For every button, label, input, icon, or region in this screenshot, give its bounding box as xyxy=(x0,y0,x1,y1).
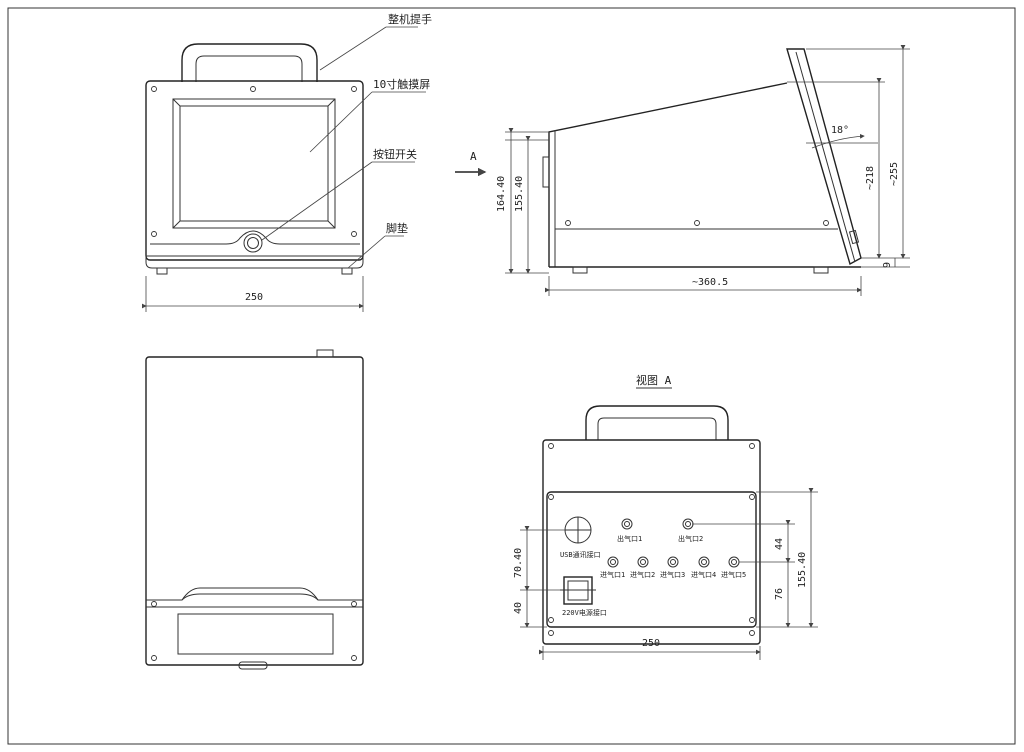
label-inlet-3: 进气口3 xyxy=(660,570,685,579)
dim-back-70: 70.40 xyxy=(513,548,524,578)
label-power: 220V电源接口 xyxy=(562,608,607,617)
front-body xyxy=(145,80,364,261)
drawing-border xyxy=(7,7,1016,745)
front-screen xyxy=(179,105,329,222)
dim-side-length: ~360.5 xyxy=(692,277,728,288)
label-inlet-5: 进气口5 xyxy=(721,570,746,579)
top-body xyxy=(145,356,364,666)
label-arrow-a: A xyxy=(470,150,477,163)
front-foot-left xyxy=(156,267,168,275)
front-handle xyxy=(181,43,318,82)
dim-side-218: ~218 xyxy=(865,166,876,190)
dim-side-155: 155.40 xyxy=(514,176,525,212)
label-screen: 10寸触摸屏 xyxy=(373,77,430,91)
back-panel xyxy=(546,491,757,628)
label-foot: 脚垫 xyxy=(386,221,408,235)
dim-back-76: 76 xyxy=(774,588,785,600)
side-body xyxy=(548,82,788,267)
back-handle xyxy=(585,405,729,440)
front-screen-bezel xyxy=(172,98,336,229)
label-usb: USB通讯接口 xyxy=(560,550,601,559)
top-screen-panel xyxy=(177,613,334,655)
label-inlet-4: 进气口4 xyxy=(691,570,716,579)
back-view xyxy=(520,387,818,660)
dim-side-angle: 18° xyxy=(831,125,849,136)
dim-back-width: 250 xyxy=(642,638,660,649)
dim-front-width: 250 xyxy=(245,292,263,303)
dim-side-164: 164.40 xyxy=(496,176,507,212)
label-inlet-1: 进气口1 xyxy=(600,570,625,579)
front-foot-right xyxy=(341,267,353,275)
label-button: 按钮开关 xyxy=(373,147,417,161)
dim-back-40: 40 xyxy=(513,602,524,614)
top-view xyxy=(145,349,364,670)
label-inlet-2: 进气口2 xyxy=(630,570,655,579)
dim-back-44: 44 xyxy=(774,538,785,550)
view-a-title: 视图 A xyxy=(636,373,672,387)
back-body xyxy=(542,439,761,645)
label-outlet-2: 出气口2 xyxy=(678,534,703,543)
side-view xyxy=(455,45,910,296)
front-view xyxy=(142,26,426,312)
label-handle: 整机提手 xyxy=(388,12,432,26)
dim-side-9: 9 xyxy=(882,262,893,268)
dim-side-255: ~255 xyxy=(889,162,900,186)
label-outlet-1: 出气口1 xyxy=(617,534,642,543)
dim-back-155: 155.40 xyxy=(797,552,808,588)
power-button xyxy=(243,233,263,253)
